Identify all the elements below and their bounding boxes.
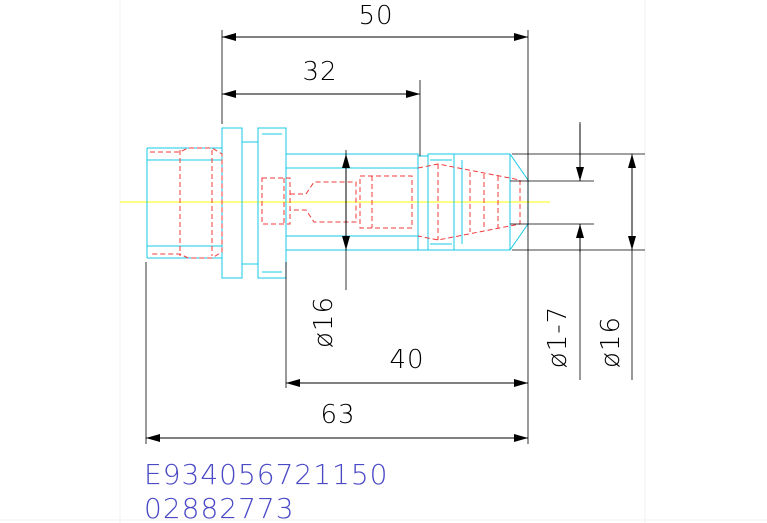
extension-lines [145,30,645,444]
dimension-lines [146,33,636,442]
dim-dia-left: ø16 [309,296,339,348]
part-code-line-2: 02882773 [144,492,295,523]
dim-overall-top: 50 [358,1,393,31]
dim-lower-second: 40 [389,345,424,375]
collet-chuck-outline [146,127,529,279]
dim-dia-mid: ø1-7 [543,306,573,368]
part-code-line-1: E934056721150 [144,458,388,491]
dim-overall-bottom: 63 [320,400,355,430]
hidden-lines [150,147,521,259]
dim-dia-right: ø16 [596,316,626,368]
dim-upper-second: 32 [302,57,337,87]
